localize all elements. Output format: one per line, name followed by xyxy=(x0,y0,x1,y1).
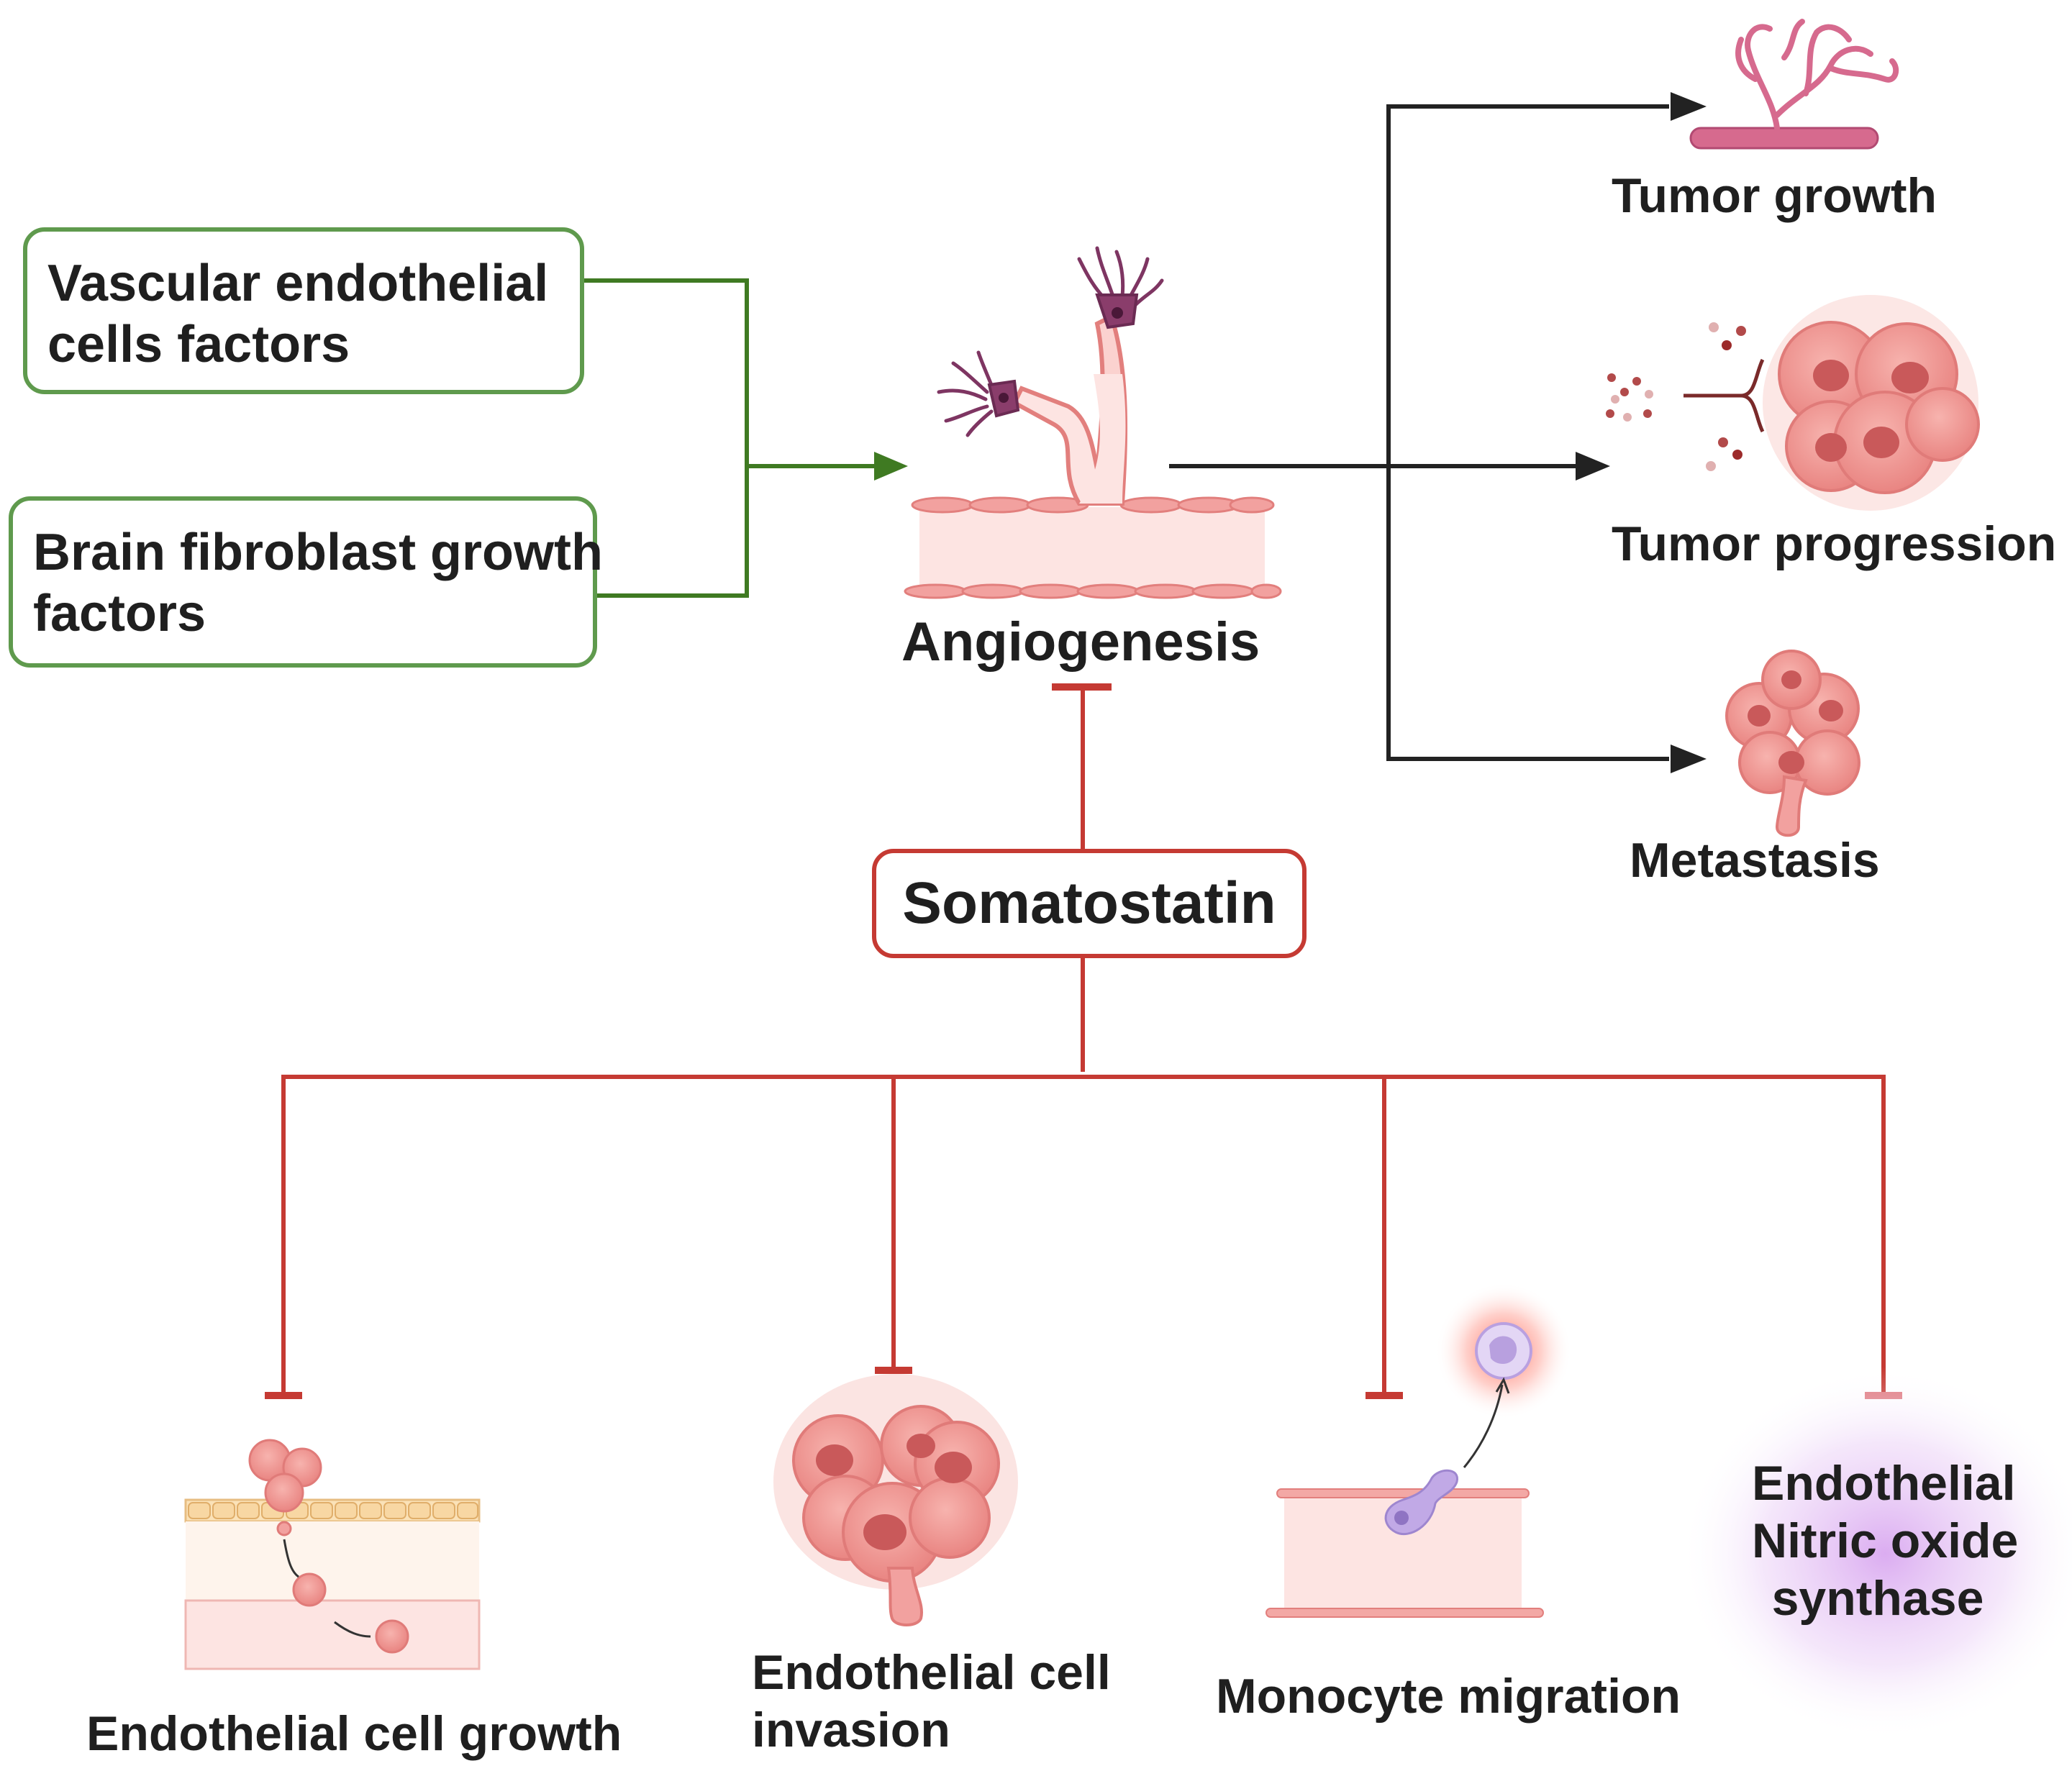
vascular-endothelial-label-line2: cells factors xyxy=(47,315,350,373)
somatostatin-box: Somatostatin xyxy=(872,849,1307,958)
monocyte-migration-label: Monocyte migration xyxy=(1216,1669,1681,1724)
brain-fibroblast-label-line1: Brain fibroblast growth xyxy=(33,524,603,581)
activation-arrowhead xyxy=(874,452,908,481)
tumor-progression-illustration xyxy=(1606,295,1980,511)
arrowhead-tumor-progression xyxy=(1576,452,1610,481)
endothelial-cell-growth-illustration xyxy=(184,1439,481,1670)
enos-label-line2: Nitric oxide xyxy=(1752,1513,2019,1568)
inhibition-connectors xyxy=(265,683,1902,1399)
metastasis-label: Metastasis xyxy=(1630,833,1880,888)
tumor-growth-label: Tumor growth xyxy=(1612,168,1937,223)
vascular-endothelial-label-line1: Vascular endothelial xyxy=(47,255,549,312)
brain-fibroblast-label-line2: factors xyxy=(33,584,206,642)
angiogenesis-illustration xyxy=(904,246,1282,599)
brain-fibroblast-factors-box: Brain fibroblast growth factors xyxy=(9,496,603,668)
activation-connector xyxy=(581,278,874,598)
outcome-connectors xyxy=(1169,104,1669,761)
somatostatin-label: Somatostatin xyxy=(902,870,1276,936)
endothelial-cell-growth-label: Endothelial cell growth xyxy=(86,1706,622,1761)
tumor-growth-vessel-illustration xyxy=(1689,19,1899,150)
metastasis-illustration xyxy=(1725,650,1860,837)
arrowhead-metastasis xyxy=(1671,745,1707,773)
arrowhead-tumor-growth xyxy=(1671,92,1707,121)
enos-label-line1: Endothelial xyxy=(1752,1456,2016,1511)
endothelial-cell-invasion-illustration xyxy=(773,1374,1018,1626)
endothelial-cell-invasion-label-line1: Endothelial cell xyxy=(752,1645,1111,1700)
enos-label-line3: synthase xyxy=(1771,1571,1984,1626)
vascular-endothelial-factors-box: Vascular endothelial cells factors xyxy=(23,227,584,394)
angiogenesis-label: Angiogenesis xyxy=(901,611,1260,673)
endothelial-cell-invasion-label-line2: invasion xyxy=(752,1703,950,1757)
enos-glow xyxy=(1680,1367,2072,1741)
tumor-progression-label: Tumor progression xyxy=(1612,516,2057,571)
monocyte-migration-illustration xyxy=(1266,1283,1572,1618)
